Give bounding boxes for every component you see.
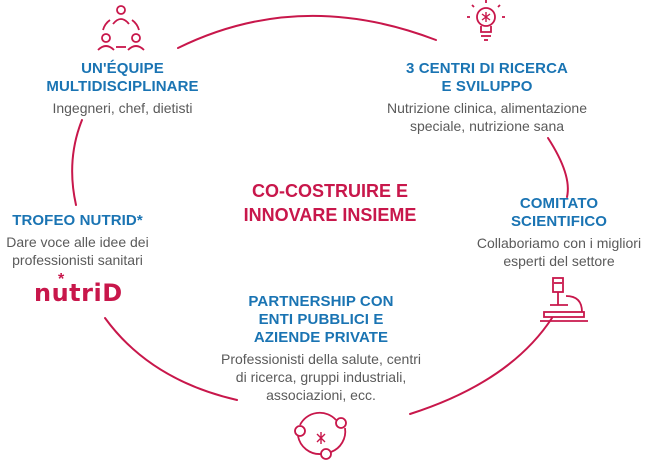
- node-partnership-title-line-2: ENTI PUBBLICI E: [258, 311, 384, 328]
- microscope-icon: [540, 277, 588, 322]
- arc-bottom-left: [104, 317, 238, 401]
- node-committee: COMITATO SCIENTIFICO Collaboriamo con i …: [464, 195, 654, 270]
- node-partnership: PARTNERSHIP CON ENTI PUBBLICI E AZIENDE …: [196, 293, 446, 404]
- node-committee-desc-line-2: esperti del settore: [503, 253, 615, 269]
- node-team-title-line-1: UN'ÉQUIPE: [81, 60, 164, 77]
- lightbulb-icon: [467, 0, 505, 41]
- node-team-title: UN'ÉQUIPE MULTIDISCIPLINARE: [20, 60, 225, 96]
- node-partnership-title-line-3: AZIENDE PRIVATE: [253, 329, 389, 346]
- arc-lower-right: [409, 317, 553, 415]
- node-research-desc: Nutrizione clinica, alimentazione specia…: [368, 99, 606, 135]
- node-research-desc-line-1: Nutrizione clinica, alimentazione: [387, 100, 587, 116]
- node-trophy-desc-line-2: professionisti sanitari: [12, 252, 143, 268]
- node-trophy-desc: Dare voce alle idee dei professionisti s…: [0, 233, 155, 269]
- node-trophy-desc-line-1: Dare voce alle idee dei: [6, 234, 149, 250]
- node-research-title-line-2: E SVILUPPO: [441, 78, 533, 95]
- center-title-line-1: CO-COSTRUIRE E: [251, 181, 408, 201]
- node-partnership-desc-line-2: di ricerca, gruppi industriali,: [235, 369, 407, 385]
- center-title-line-2: INNOVARE INSIEME: [243, 205, 417, 225]
- node-trophy-title: TROFEO NUTRID*: [0, 212, 155, 230]
- cycle-ring: [71, 14, 569, 415]
- arc-left: [71, 119, 83, 206]
- node-research: 3 CENTRI DI RICERCA E SVILUPPO Nutrizion…: [368, 60, 606, 135]
- node-committee-title-line-1: COMITATO: [519, 195, 599, 212]
- node-committee-desc: Collaboriamo con i migliori esperti del …: [464, 234, 654, 270]
- center-title: CO-COSTRUIRE E INNOVARE INSIEME: [205, 179, 455, 227]
- nutrid-logo-star: *: [58, 271, 65, 288]
- node-research-title: 3 CENTRI DI RICERCA E SVILUPPO: [368, 60, 606, 96]
- node-research-title-line-1: 3 CENTRI DI RICERCA: [406, 60, 568, 77]
- node-partnership-desc: Professionisti della salute, centri di r…: [196, 350, 446, 404]
- arc-top: [177, 14, 437, 49]
- node-partnership-title-line-1: PARTNERSHIP CON: [248, 293, 394, 310]
- people-group-icon: [97, 5, 145, 51]
- arc-upper-right: [547, 137, 569, 198]
- network-nodes-icon: [294, 411, 347, 460]
- node-committee-title: COMITATO SCIENTIFICO: [464, 195, 654, 231]
- node-research-desc-line-2: speciale, nutrizione sana: [409, 118, 565, 134]
- node-team-desc: Ingegneri, chef, dietisti: [20, 99, 225, 117]
- node-trophy-title-line-1: TROFEO NUTRID*: [12, 212, 143, 229]
- nutrid-logo: nutriD: [34, 279, 123, 307]
- node-team-desc-line-1: Ingegneri, chef, dietisti: [52, 100, 193, 116]
- node-partnership-desc-line-1: Professionisti della salute, centri: [221, 351, 421, 367]
- node-committee-desc-line-1: Collaboriamo con i migliori: [476, 235, 642, 251]
- node-team-title-line-2: MULTIDISCIPLINARE: [46, 78, 199, 95]
- node-committee-title-line-2: SCIENTIFICO: [510, 213, 608, 230]
- node-team: UN'ÉQUIPE MULTIDISCIPLINARE Ingegneri, c…: [20, 60, 225, 117]
- node-partnership-title: PARTNERSHIP CON ENTI PUBBLICI E AZIENDE …: [196, 293, 446, 347]
- node-trophy: TROFEO NUTRID* Dare voce alle idee dei p…: [0, 212, 155, 269]
- node-partnership-desc-line-3: associazioni, ecc.: [266, 387, 376, 403]
